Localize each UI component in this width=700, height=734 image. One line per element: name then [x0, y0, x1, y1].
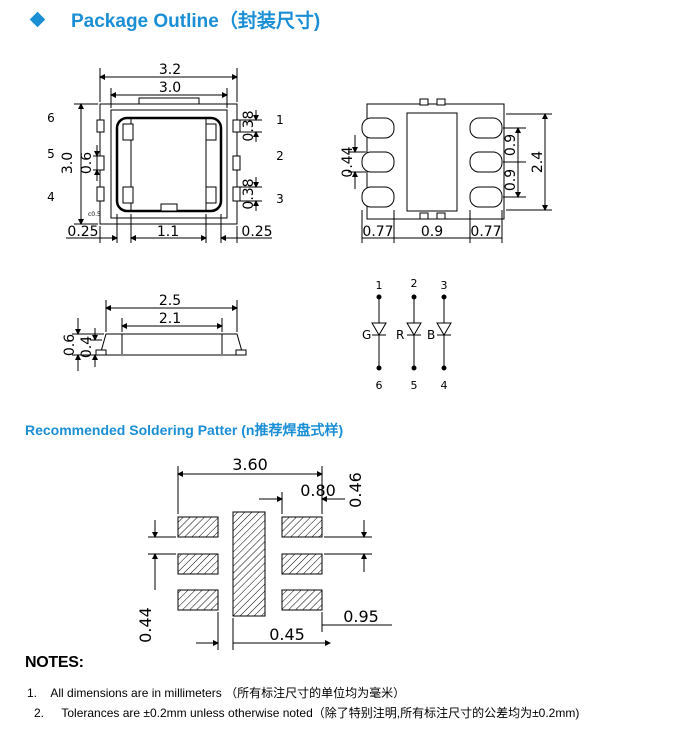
dim-solder-right: 0.95: [343, 607, 379, 626]
dim-solder-gap: 0.45: [269, 625, 305, 644]
dim-side-height-total: 0.6: [62, 334, 78, 356]
pin-label-6: 6: [47, 111, 55, 125]
dim-solder-left-pitch: 0.44: [136, 607, 155, 643]
bottom-view-drawing: [348, 98, 552, 243]
bottom-view-pad: [361, 117, 395, 139]
dim-bottom-left-pad: 0.44: [340, 146, 356, 177]
diode-label-b: B: [427, 328, 435, 342]
dim-top-bottom-right: 0.25: [241, 224, 272, 240]
dim-top-pad-bottom-right: 0.38: [241, 178, 257, 209]
dim-bottom-right: 0.77: [470, 224, 501, 240]
note-item: 1. All dimensions are in millimeters （所有…: [27, 684, 405, 701]
dim-top-bottom-center: 1.1: [157, 224, 179, 240]
corner-label: c0.5: [88, 211, 101, 218]
dim-bottom-center: 0.9: [421, 224, 443, 240]
section-heading: Package Outline（封装尺寸): [29, 6, 321, 32]
solder-pad: [281, 589, 323, 611]
soldering-dimensions: [148, 466, 392, 650]
solder-pad-center: [232, 511, 266, 617]
dim-solder-pad-width: 0.80: [300, 481, 336, 500]
dim-solder-total-width: 3.60: [232, 455, 268, 474]
diode-r-icon: [406, 322, 422, 336]
top-view-pad: [160, 203, 178, 212]
side-view-body: [99, 333, 244, 356]
dim-bottom-right-09-bottom: 0.9: [503, 169, 519, 191]
note-item: 2. Tolerances are ±0.2mm unless otherwis…: [34, 704, 579, 721]
top-view-pad: [232, 119, 241, 133]
diode-label-g: G: [362, 328, 371, 342]
top-view-pad: [232, 186, 241, 202]
top-view-pad: [122, 186, 134, 204]
top-view-pad: [96, 186, 105, 202]
solder-pad: [177, 589, 219, 611]
pin-label-3: 3: [276, 192, 284, 206]
bottom-view-pad: [361, 186, 395, 208]
dim-top-pad-height: 0.6: [79, 152, 95, 174]
circuit-pin-5: 5: [411, 379, 418, 392]
top-view-pad: [96, 155, 105, 171]
soldering-title: Recommended Soldering Patter (n推荐焊盘式样): [25, 422, 344, 438]
circuit-pin-1: 1: [376, 279, 383, 292]
top-view-pad: [232, 155, 241, 171]
diode-label-r: R: [396, 328, 404, 342]
top-view-pad: [122, 123, 134, 141]
bottom-view-pad: [469, 186, 503, 208]
top-view-pad: [96, 119, 105, 133]
dim-solder-pad-height: 0.46: [346, 472, 365, 508]
note-number: 2.: [34, 706, 45, 720]
solder-pad: [177, 516, 219, 538]
notes-title: NOTES:: [25, 654, 84, 671]
side-view-drawing: [72, 300, 247, 371]
dim-top-outer-width: 3.2: [159, 62, 181, 78]
dim-bottom-right-total: 2.4: [530, 151, 546, 173]
dim-side-top-inner: 2.1: [159, 311, 181, 327]
circuit-diagram: [371, 294, 452, 371]
note-number: 1.: [27, 686, 38, 700]
dim-top-height: 3.0: [60, 152, 76, 174]
package-outline-title: Package Outline（封装尺寸): [71, 10, 321, 32]
dim-top-pad-top-right: 0.38: [241, 110, 257, 141]
solder-pad: [281, 516, 323, 538]
circuit-pin-3: 3: [441, 279, 448, 292]
bottom-view-center-pad: [406, 112, 458, 212]
top-view-inner-body: [110, 109, 228, 219]
dim-top-bottom-left: 0.25: [67, 224, 98, 240]
dim-side-top-outer: 2.5: [159, 293, 181, 309]
top-view-pad: [205, 186, 217, 204]
pin-label-1: 1: [276, 113, 284, 127]
pin-label-4: 4: [47, 190, 55, 204]
dim-top-inner-width: 3.0: [159, 80, 181, 96]
circuit-pin-6: 6: [376, 379, 383, 392]
pin-label-2: 2: [276, 149, 284, 163]
bottom-view-pad: [361, 151, 395, 173]
diode-b-icon: [436, 322, 452, 336]
circuit-pin-2: 2: [411, 277, 418, 290]
note-text: All dimensions are in millimeters （所有标注尺…: [50, 686, 406, 700]
dim-side-height-body: 0.4: [79, 336, 95, 358]
top-view-window: [130, 117, 207, 212]
diode-g-icon: [371, 322, 387, 336]
top-view-drawing: [66, 68, 272, 243]
dim-bottom-left: 0.77: [362, 224, 393, 240]
bottom-view-pad: [469, 151, 503, 173]
top-view-pad: [205, 123, 217, 141]
dim-bottom-right-09-top: 0.9: [503, 134, 519, 156]
note-text: Tolerances are ±0.2mm unless otherwise n…: [61, 706, 580, 720]
bottom-view-pad: [469, 117, 503, 139]
pin-label-5: 5: [47, 147, 55, 161]
solder-pad: [177, 553, 219, 575]
solder-pad: [281, 553, 323, 575]
circuit-pin-4: 4: [441, 379, 448, 392]
soldering-pattern-drawing: [177, 511, 323, 617]
